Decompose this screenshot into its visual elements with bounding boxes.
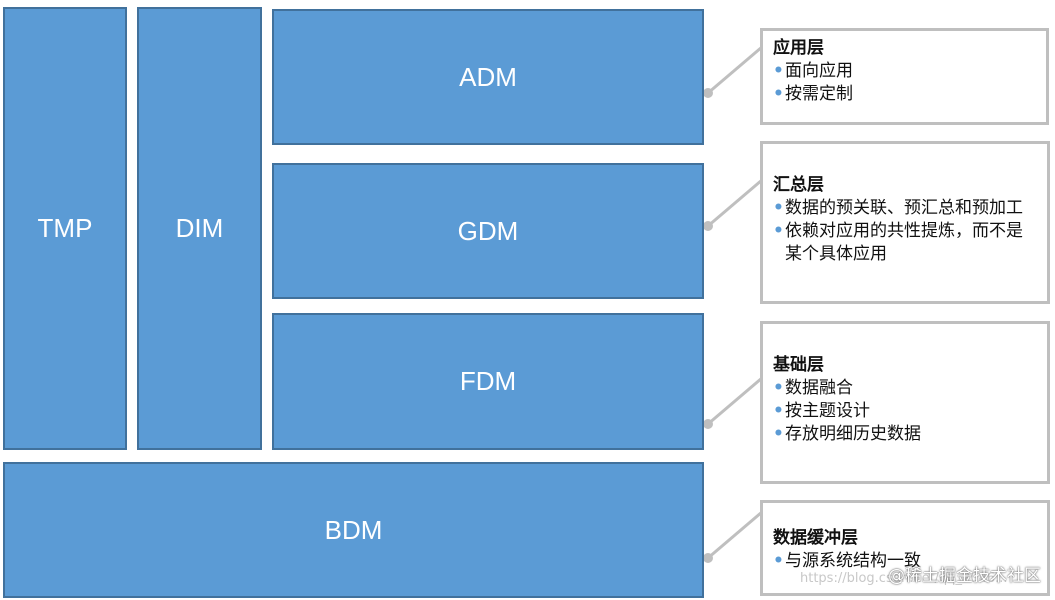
gdm-block: GDM [272,163,704,299]
watermark: @稀土掘金技术社区 [888,566,1041,586]
list-item-continuation: 某个具体应用 [785,244,887,264]
fdm-block: FDM [272,313,704,450]
connector-dot-fdm [703,419,713,429]
callout-app-layer: 应用层 •面向应用 •按需定制 [760,28,1049,125]
gdm-label: GDM [457,215,519,246]
adm-label: ADM [459,61,517,92]
bullet-icon: • [773,84,784,104]
adm-block: ADM [272,9,704,145]
list-item: •面向应用 [773,61,853,81]
callout-title: 应用层 [773,38,824,58]
bullet-icon: • [773,221,784,241]
connector-bdm [707,510,763,560]
callout-base-layer: 基础层 •数据融合 •按主题设计 •存放明细历史数据 [760,321,1050,484]
dim-block: DIM [137,7,262,450]
source-url: https://blog.csdn.net/qq_2046... [800,571,1008,586]
bdm-label: BDM [324,514,383,545]
bullet-icon: • [773,401,784,421]
tmp-block: TMP [3,7,127,450]
callout-title: 数据缓冲层 [773,528,858,548]
list-item: •存放明细历史数据 [773,424,921,444]
list-item: •数据的预关联、预汇总和预加工 [773,198,1023,218]
list-item: •数据融合 [773,378,853,398]
bullet-icon: • [773,378,784,398]
bdm-block: BDM [3,462,704,598]
bullet-icon: • [773,551,784,571]
bullet-icon: • [773,61,784,81]
dim-label: DIM [175,213,224,243]
bullet-icon: • [773,424,784,444]
connector-dot-bdm [703,553,713,563]
callout-title: 基础层 [773,355,824,375]
list-item: •按主题设计 [773,401,870,421]
callout-buffer-layer: 数据缓冲层 •与源系统结构一致 [760,500,1050,596]
bullet-icon: • [773,198,784,218]
list-item: •依赖对应用的共性提炼，而不是 [773,221,1023,241]
callout-summary-layer: 汇总层 •数据的预关联、预汇总和预加工 •依赖对应用的共性提炼，而不是 某个具体… [760,141,1050,304]
connector-fdm [707,376,763,426]
tmp-label: TMP [37,213,93,243]
connector-dot-adm [703,88,713,98]
fdm-label: FDM [459,366,517,396]
list-item: •按需定制 [773,84,853,104]
connector-adm [707,45,763,95]
callout-title: 汇总层 [773,175,824,195]
connector-dot-gdm [703,221,713,231]
list-item: •与源系统结构一致 [773,551,921,571]
connector-gdm [707,178,763,228]
